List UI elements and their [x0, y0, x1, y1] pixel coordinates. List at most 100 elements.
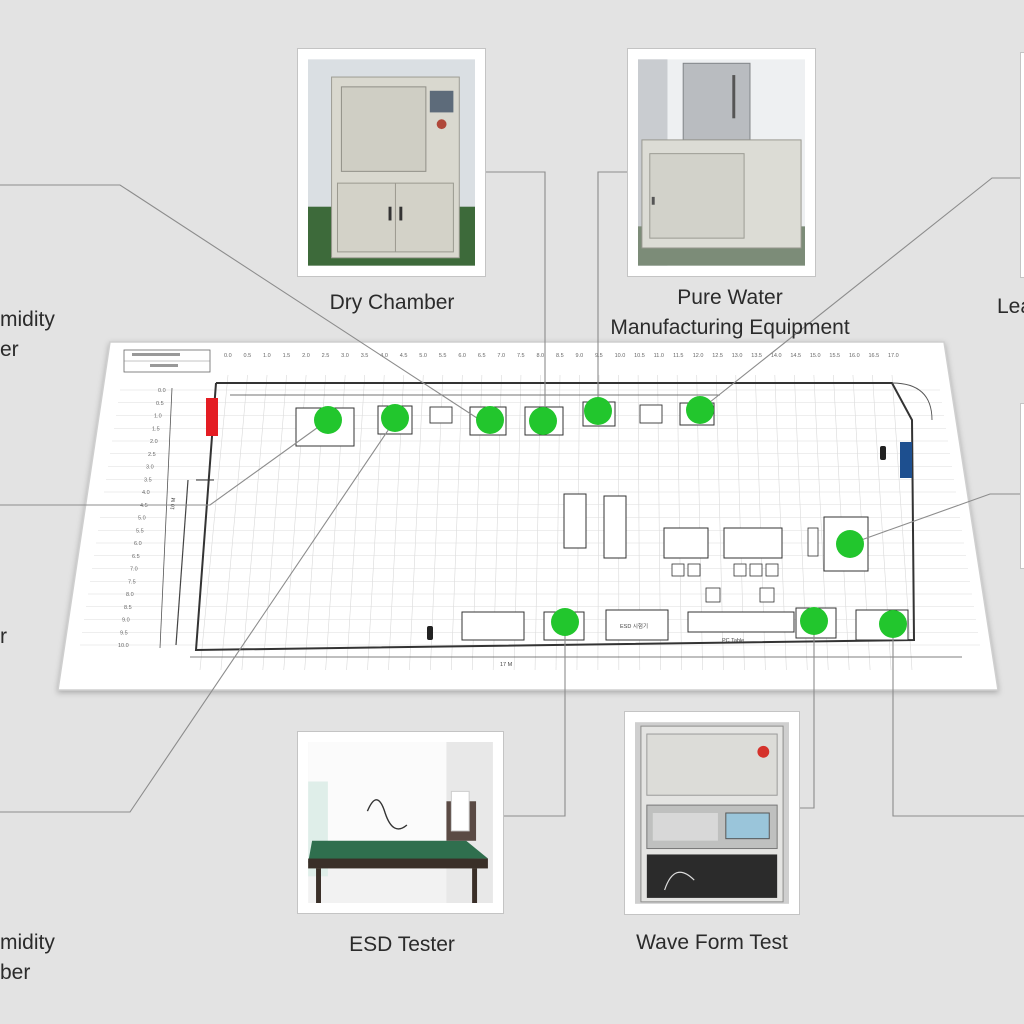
left-middle-cropped-label: r: [0, 625, 7, 648]
equipment-markers: [314, 396, 907, 638]
x-tick-label: 15.0: [810, 353, 821, 359]
y-tick-label: 2.0: [150, 439, 158, 445]
dry-chamber-image: [308, 59, 475, 266]
equipment-marker[interactable]: [551, 608, 579, 636]
equipment-marker[interactable]: [381, 404, 409, 432]
y-tick-label: 5.5: [136, 528, 144, 534]
x-tick-label: 5.0: [419, 353, 427, 359]
x-tick-label: 3.0: [341, 353, 349, 359]
y-tick-label: 9.0: [122, 618, 130, 624]
x-tick-label: 11.5: [673, 353, 683, 359]
grid-vline: [220, 374, 248, 671]
equipment-marker[interactable]: [879, 610, 907, 638]
y-tick-label: 9.5: [120, 630, 128, 636]
y-tick-label: 3.0: [146, 465, 154, 471]
plan-grid: [80, 374, 980, 671]
x-tick-label: 6.0: [458, 353, 466, 359]
equipment-marker[interactable]: [314, 406, 342, 434]
y-tick-label: 0.5: [156, 401, 164, 407]
total-width-dim: 17 M: [500, 662, 513, 668]
x-tick-label: 7.5: [517, 353, 525, 359]
equipment-marker[interactable]: [800, 607, 828, 635]
y-tick-label: 7.0: [130, 567, 138, 573]
y-tick-label: 5.0: [138, 516, 146, 522]
equipment-marker[interactable]: [686, 396, 714, 424]
grid-vline: [241, 374, 268, 671]
grid-vline: [430, 374, 444, 671]
grid-vline: [450, 374, 463, 671]
x-tick-label: 16.5: [868, 353, 879, 359]
y-tick-label: 10.0: [118, 643, 129, 649]
x-tick-label: 2.0: [302, 353, 310, 359]
y-tick-label: 4.0: [142, 490, 150, 496]
x-tick-label: 6.5: [478, 353, 486, 359]
equipment-marker[interactable]: [584, 397, 612, 425]
floor-plan: 0.0 0.5 1.0 1.5 2.0 2.5 3.0 3.5 4.0 4.5 5.0 5.5 6.0 6…: [57, 341, 999, 691]
y-tick-label: 0.0: [158, 388, 166, 394]
equipment-marker[interactable]: [529, 407, 557, 435]
x-tick-label: 9.0: [576, 353, 584, 359]
esd-box-label: ESD 시험기: [620, 622, 648, 630]
right-upper-cropped-photo: [1020, 52, 1024, 278]
grid-vline: [199, 374, 229, 671]
x-tick-label: 10.0: [615, 353, 626, 359]
x-tick-label: 17.0: [888, 353, 899, 359]
dry-chamber-photo: [297, 48, 486, 277]
wave-form-photo: [624, 711, 800, 915]
x-tick-label: 2.5: [322, 353, 330, 359]
y-tick-label: 1.5: [152, 426, 160, 432]
x-tick-label: 15.5: [829, 353, 840, 359]
grid-vline: [676, 374, 682, 671]
left-lower-cropped-label: midity ber: [0, 931, 55, 985]
equipment-marker[interactable]: [476, 406, 504, 434]
x-tick-label: 11.0: [654, 353, 664, 359]
left-upper-cropped-label: midity er: [0, 308, 55, 362]
total-height-dim: 10 M: [170, 497, 177, 510]
y-tick-label: 6.0: [134, 541, 142, 547]
x-tick-label: 1.0: [263, 353, 271, 359]
pure-water-image: [638, 59, 805, 266]
x-tick-label: 10.5: [634, 353, 645, 359]
x-tick-label: 14.0: [771, 353, 782, 359]
x-tick-label: 4.5: [400, 353, 408, 359]
esd-tester-image: [308, 742, 493, 903]
y-tick-label: 4.5: [140, 503, 148, 509]
dry-chamber-label: Dry Chamber: [329, 291, 455, 314]
esd-tester-label: ESD Tester: [349, 933, 455, 956]
wave-form-label: Wave Form Test: [636, 931, 788, 954]
pure-water-label: Pure Water Manufacturing Equipment: [610, 286, 850, 340]
x-tick-label: 0.5: [244, 353, 252, 359]
wave-form-image: [635, 722, 789, 904]
y-tick-label: 2.5: [148, 452, 156, 458]
plan-y-ticks: 0.00.51.01.52.02.53.03.54.04.55.05.56.06…: [118, 388, 166, 649]
equipment-marker[interactable]: [836, 530, 864, 558]
x-tick-label: 12.0: [693, 353, 704, 359]
grid-vline: [346, 374, 366, 671]
y-tick-label: 1.0: [154, 414, 162, 420]
y-tick-label: 7.5: [128, 579, 136, 585]
grid-vline: [409, 374, 424, 671]
y-tick-label: 8.5: [124, 605, 132, 611]
right-middle-cropped-photo: [1020, 403, 1024, 569]
grid-vline: [891, 374, 913, 671]
pure-water-photo: [627, 48, 816, 277]
y-tick-label: 3.5: [144, 477, 152, 483]
x-tick-label: 5.5: [439, 353, 447, 359]
x-tick-label: 7.0: [497, 353, 505, 359]
esd-tester-photo: [297, 731, 504, 914]
x-tick-label: 9.5: [595, 353, 603, 359]
x-tick-label: 1.5: [283, 353, 291, 359]
x-tick-label: 0.0: [224, 353, 232, 359]
x-tick-label: 13.5: [751, 353, 762, 359]
x-tick-label: 16.0: [849, 353, 860, 359]
right-upper-cropped-label: Lea: [997, 295, 1024, 318]
connector-lines: [0, 171, 1024, 817]
x-tick-label: 8.5: [556, 353, 564, 359]
x-tick-label: 4.0: [380, 353, 388, 359]
x-tick-label: 13.0: [732, 353, 743, 359]
pc-table-label: PC Table: [722, 638, 744, 644]
x-tick-label: 8.0: [536, 353, 544, 359]
